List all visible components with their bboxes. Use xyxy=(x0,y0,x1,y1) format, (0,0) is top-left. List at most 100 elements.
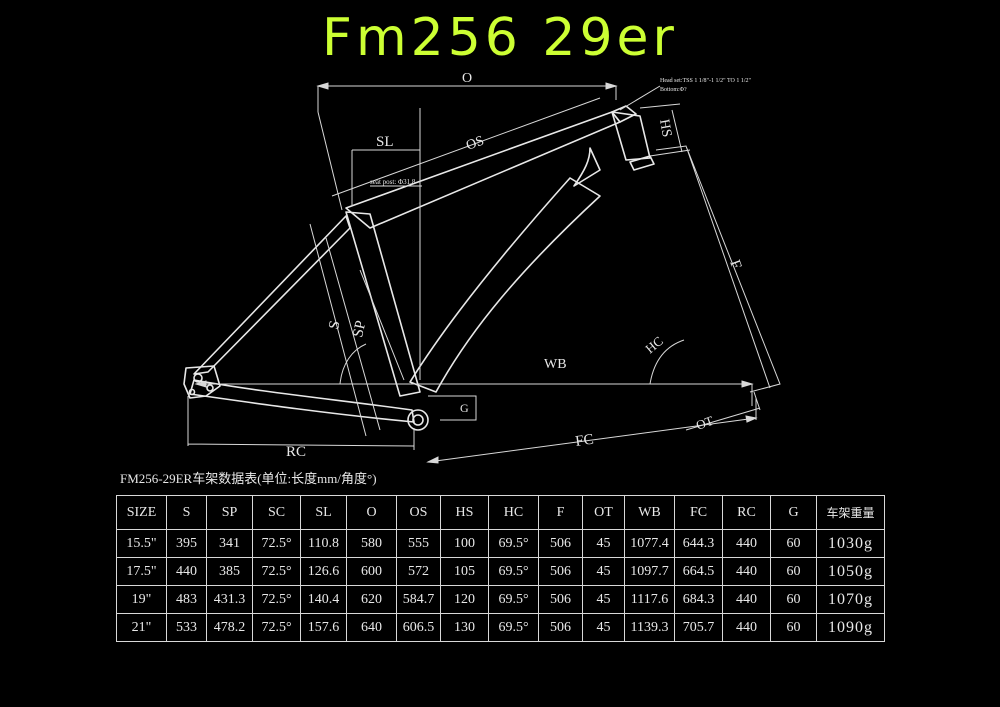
cell: 126.6 xyxy=(300,557,347,586)
cell: 21" xyxy=(116,613,167,642)
cell: 1117.6 xyxy=(624,585,675,614)
dim-line-wb xyxy=(196,383,753,406)
dim-label-ot: OT xyxy=(694,413,715,433)
dim-line-ot xyxy=(685,391,761,431)
cell: 100 xyxy=(440,529,489,558)
cell: 45 xyxy=(582,529,625,558)
table-row: 19" 483 431.3 72.5° 140.4 620 584.7 120 … xyxy=(116,585,885,614)
dim-line-g xyxy=(428,395,477,421)
arc-hc xyxy=(649,339,685,385)
dim-line-fc xyxy=(427,398,757,463)
cell: 705.7 xyxy=(674,613,723,642)
cell: 17.5" xyxy=(116,557,167,586)
cell: 72.5° xyxy=(252,557,301,586)
cell: 140.4 xyxy=(300,585,347,614)
seat-stay xyxy=(193,215,351,375)
dim-label-s: S xyxy=(326,319,343,330)
cell-weight: 1070g xyxy=(816,585,885,614)
col-header: S xyxy=(166,495,207,530)
dim-label-g: G xyxy=(460,401,469,415)
cell: 644.3 xyxy=(674,529,723,558)
dim-line-s xyxy=(309,223,405,437)
dim-line-f xyxy=(655,145,781,393)
cell: 506 xyxy=(538,557,583,586)
cell-weight: 1050g xyxy=(816,557,885,586)
table-row: 21" 533 478.2 72.5° 157.6 640 606.5 130 … xyxy=(116,613,885,642)
cell: 45 xyxy=(582,585,625,614)
cell: 440 xyxy=(166,557,207,586)
cell: 664.5 xyxy=(674,557,723,586)
cell: 60 xyxy=(770,557,817,586)
dim-label-fc: FC xyxy=(574,432,594,450)
dim-line-o xyxy=(317,85,617,211)
col-header: F xyxy=(538,495,583,530)
cell: 69.5° xyxy=(488,557,539,586)
dim-label-wb: WB xyxy=(544,357,567,372)
bottom-bracket xyxy=(407,409,429,431)
cell: 440 xyxy=(722,529,771,558)
col-header: SC xyxy=(252,495,301,530)
cell: 1077.4 xyxy=(624,529,675,558)
cell: 1139.3 xyxy=(624,613,675,642)
cell: 45 xyxy=(582,613,625,642)
dim-label-sp: SP xyxy=(350,319,369,339)
arc-sc xyxy=(339,343,367,385)
cell: 533 xyxy=(166,613,207,642)
cell: 105 xyxy=(440,557,489,586)
cell: 72.5° xyxy=(252,613,301,642)
cell-weight: 1090g xyxy=(816,613,885,642)
cell: 483 xyxy=(166,585,207,614)
col-header: OT xyxy=(582,495,625,530)
col-header: HS xyxy=(440,495,489,530)
col-header: SP xyxy=(206,495,253,530)
cell: 620 xyxy=(346,585,397,614)
cell-weight: 1030g xyxy=(816,529,885,558)
cell: 157.6 xyxy=(300,613,347,642)
cell: 580 xyxy=(346,529,397,558)
dim-label-o: O xyxy=(462,71,472,86)
col-header: SL xyxy=(300,495,347,530)
cell: 555 xyxy=(396,529,441,558)
cell: 584.7 xyxy=(396,585,441,614)
col-header-weight: 车架重量 xyxy=(816,495,885,530)
dim-label-sl: SL xyxy=(376,134,394,150)
cell: 60 xyxy=(770,613,817,642)
cell: 506 xyxy=(538,585,583,614)
headset-note-2: Bottom:Φ? xyxy=(660,87,687,93)
cell: 1097.7 xyxy=(624,557,675,586)
headset-note: Head set:TSS 1 1/8"-1 1/2" TO 1 1/2" xyxy=(660,78,752,84)
dim-line-os xyxy=(331,97,601,197)
col-header: FC xyxy=(674,495,723,530)
cell: 69.5° xyxy=(488,585,539,614)
seat-post-note: seat post: Φ31.8 xyxy=(370,178,416,186)
cell: 440 xyxy=(722,585,771,614)
cell: 572 xyxy=(396,557,441,586)
cell: 341 xyxy=(206,529,253,558)
cell: 72.5° xyxy=(252,529,301,558)
col-header: WB xyxy=(624,495,675,530)
dim-line-hs xyxy=(639,103,691,157)
dim-line-sl xyxy=(351,108,421,380)
cell: 60 xyxy=(770,585,817,614)
cell: 72.5° xyxy=(252,585,301,614)
cell: 440 xyxy=(722,613,771,642)
cell: 69.5° xyxy=(488,613,539,642)
seat-tube xyxy=(345,211,421,397)
frame-geometry-drawing: O SL OS HS F S SP WB HC G RC FC OT seat … xyxy=(183,71,781,464)
cell: 506 xyxy=(538,529,583,558)
cell: 60 xyxy=(770,529,817,558)
cell: 506 xyxy=(538,613,583,642)
table-row: 15.5" 395 341 72.5° 110.8 580 555 100 69… xyxy=(116,529,885,558)
cell: 45 xyxy=(582,557,625,586)
col-header: O xyxy=(346,495,397,530)
head-tube xyxy=(611,111,651,161)
col-header: G xyxy=(770,495,817,530)
cell: 19" xyxy=(116,585,167,614)
table-row: 17.5" 440 385 72.5° 126.6 600 572 105 69… xyxy=(116,557,885,586)
cell: 15.5" xyxy=(116,529,167,558)
cell: 600 xyxy=(346,557,397,586)
cell: 684.3 xyxy=(674,585,723,614)
cell: 431.3 xyxy=(206,585,253,614)
table-header-row: SIZE S SP SC SL O OS HS HC F OT WB FC RC… xyxy=(116,495,885,530)
geometry-table: SIZE S SP SC SL O OS HS HC F OT WB FC RC… xyxy=(116,495,885,642)
